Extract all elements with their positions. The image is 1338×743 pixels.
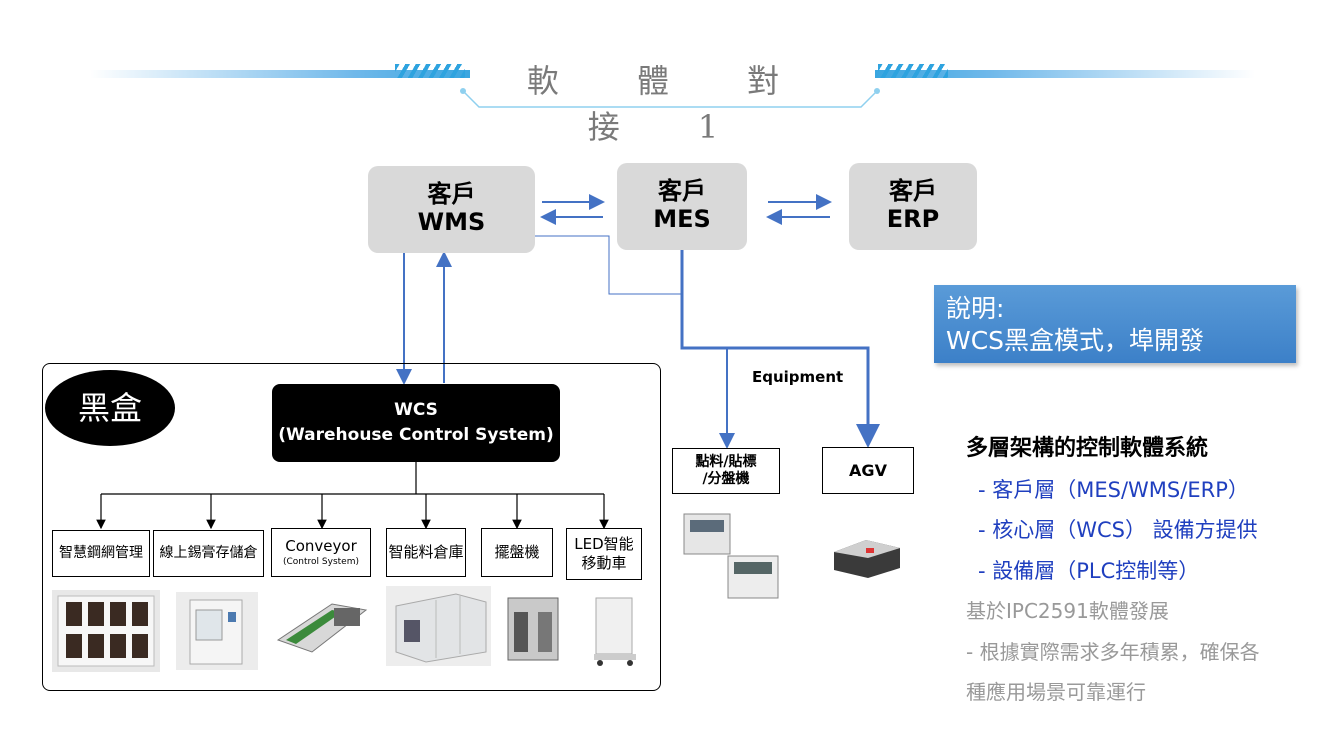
module-label: Conveyor bbox=[285, 537, 357, 555]
customer-erp-box: 客戶 ERP bbox=[849, 163, 977, 250]
agv-box: AGV bbox=[822, 447, 914, 494]
blackbox-label: 黑盒 bbox=[45, 370, 175, 446]
machine1-line2: /分盤機 bbox=[702, 471, 750, 487]
module-label: 擺盤機 bbox=[494, 543, 540, 561]
agv-image bbox=[826, 534, 906, 582]
architecture-heading: 多層架構的控制軟體系統 bbox=[966, 436, 1209, 461]
customer-mes-box: 客戶 MES bbox=[617, 163, 747, 250]
mes-line1: 客戶 bbox=[658, 177, 706, 205]
labeling-machine-image bbox=[680, 508, 782, 604]
layer-customer: - 客戶層（MES/WMS/ERP） bbox=[978, 478, 1249, 502]
solder-storage-image bbox=[176, 592, 258, 670]
mes-line2: MES bbox=[653, 205, 711, 233]
header-left-stripes bbox=[395, 64, 465, 78]
wcs-title: WCS bbox=[394, 400, 438, 420]
layer-equipment: - 設備層（PLC控制等） bbox=[978, 559, 1200, 583]
customer-wms-box: 客戶 WMS bbox=[368, 166, 535, 253]
material-warehouse-image bbox=[386, 586, 491, 666]
blackbox-frame bbox=[42, 363, 661, 691]
module-label: 線上錫膏存儲倉 bbox=[159, 545, 258, 561]
agv-label: AGV bbox=[849, 461, 887, 480]
layer-core: - 核心層（WCS） 設備方提供 bbox=[978, 518, 1258, 542]
machine1-line1: 點料/貼標 bbox=[695, 454, 757, 470]
module-label-2: 移動車 bbox=[581, 554, 627, 572]
module-solder-paste-storage: 線上錫膏存儲倉 bbox=[153, 530, 264, 577]
module-label: LED智能 bbox=[574, 535, 634, 553]
header-right-stripes bbox=[878, 64, 948, 78]
wms-line2: WMS bbox=[417, 208, 486, 236]
led-cart-image bbox=[588, 592, 642, 668]
erp-line1: 客戶 bbox=[889, 177, 937, 205]
module-sublabel: (Control System) bbox=[283, 557, 359, 567]
note-line1: 說明: bbox=[946, 294, 1005, 323]
tray-machine-image bbox=[498, 590, 568, 666]
header-left-bar bbox=[90, 70, 470, 78]
page-title: 軟 體 對 接 1 bbox=[526, 62, 814, 146]
module-conveyor: Conveyor (Control System) bbox=[271, 528, 371, 577]
conveyor-image bbox=[272, 590, 372, 662]
wcs-box: WCS (Warehouse Control System) bbox=[272, 384, 560, 462]
wms-line1: 客戶 bbox=[427, 180, 476, 208]
module-label: 智能料倉庫 bbox=[388, 543, 464, 561]
module-label: 智慧鋼網管理 bbox=[59, 545, 143, 561]
ipc-note: 基於IPC2591軟體發展 bbox=[966, 599, 1169, 623]
note-line2: WCS黑盒模式，埠開發 bbox=[946, 326, 1205, 355]
module-stencil-management: 智慧鋼網管理 bbox=[52, 530, 150, 577]
wcs-subtitle: (Warehouse Control System) bbox=[278, 425, 554, 445]
explanation-box: 說明: WCS黑盒模式，埠開發 bbox=[934, 285, 1296, 363]
stencil-cabinet-image bbox=[52, 590, 160, 672]
header-frame bbox=[460, 88, 880, 108]
module-tray-machine: 擺盤機 bbox=[481, 528, 553, 577]
equipment-label: Equipment bbox=[752, 368, 844, 386]
module-smart-material-warehouse: 智能料倉庫 bbox=[386, 528, 466, 577]
erp-line2: ERP bbox=[886, 205, 940, 233]
header-right-bar bbox=[875, 70, 1255, 78]
experience-note-line2: 種應用場景可靠運行 bbox=[966, 680, 1146, 704]
module-led-smart-cart: LED智能 移動車 bbox=[566, 528, 642, 580]
experience-note-line1: - 根據實際需求多年積累，確保各 bbox=[966, 640, 1260, 664]
labeling-machine-box: 點料/貼標 /分盤機 bbox=[672, 448, 780, 494]
